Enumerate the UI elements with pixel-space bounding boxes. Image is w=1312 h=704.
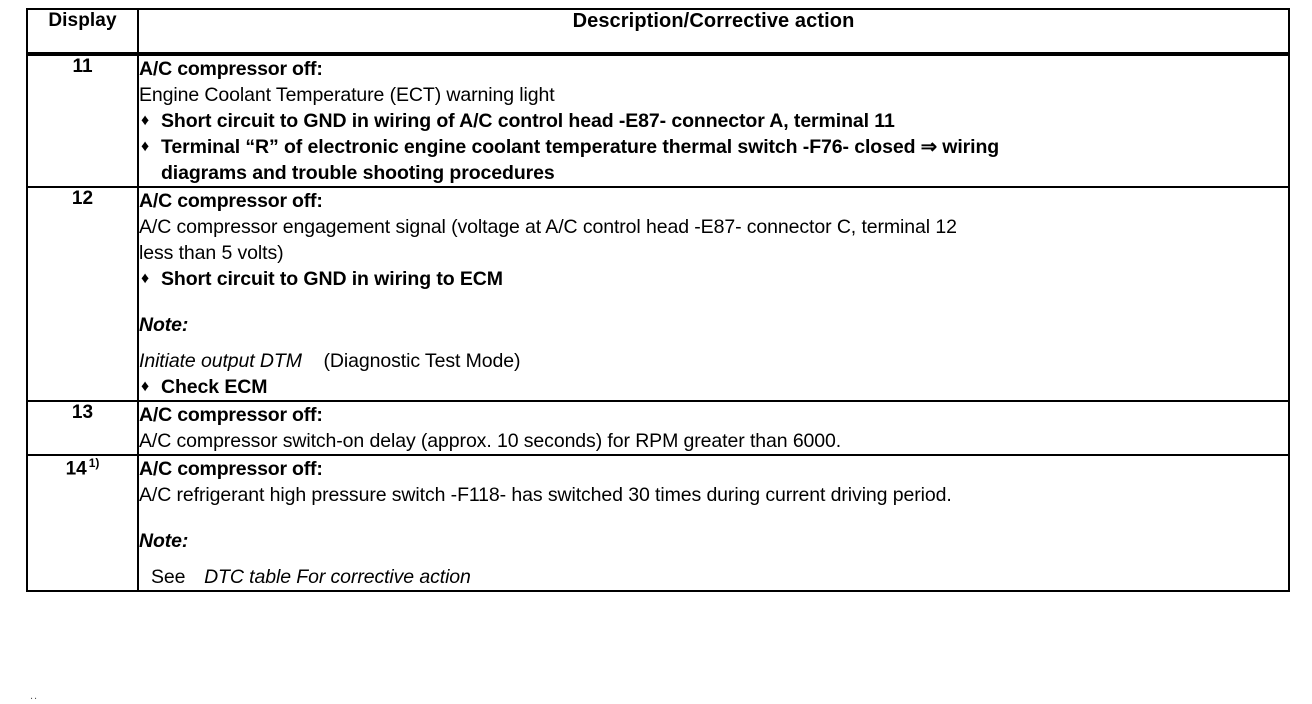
vertical-spacer bbox=[139, 554, 1288, 564]
note-italic-text: Initiate output DTM bbox=[139, 350, 302, 372]
bullet-item: ♦ Short circuit to GND in wiring to ECM bbox=[139, 266, 1288, 292]
display-code: 14 bbox=[65, 458, 87, 480]
display-code-cell: 11 bbox=[26, 53, 139, 188]
display-code: 12 bbox=[71, 188, 94, 209]
see-prefix-text: See bbox=[151, 566, 186, 588]
vertical-spacer bbox=[139, 292, 1288, 312]
row-detail-text: Engine Coolant Temperature (ECT) warning… bbox=[139, 84, 555, 106]
diamond-bullet-icon: ♦ bbox=[141, 270, 150, 287]
row-lead-text: A/C compressor off: bbox=[139, 58, 323, 80]
scan-artifact-mark: .. bbox=[30, 690, 39, 702]
bullet-continuation-text: diagrams and trouble shooting procedures bbox=[161, 162, 555, 184]
diamond-bullet-icon: ♦ bbox=[141, 378, 150, 395]
diamond-bullet-icon: ♦ bbox=[141, 112, 150, 129]
bullet-text: Terminal “R” of electronic engine coolan… bbox=[161, 136, 1000, 158]
table-row: 12 A/C compressor off: A/C compressor en… bbox=[26, 186, 1290, 402]
note-plain-text: (Diagnostic Test Mode) bbox=[323, 350, 521, 372]
footnote-marker: 1) bbox=[88, 456, 100, 470]
note-label: Note: bbox=[139, 530, 189, 552]
description-cell: A/C compressor off: A/C compressor engag… bbox=[137, 186, 1290, 402]
display-code-cell: 12 bbox=[26, 186, 139, 402]
column-header-display: Display bbox=[26, 8, 139, 56]
dtc-code-table: Display Description/Corrective action 11… bbox=[26, 8, 1290, 592]
description-cell: A/C compressor off: A/C refrigerant high… bbox=[137, 454, 1290, 592]
bullet-text: Short circuit to GND in wiring to ECM bbox=[161, 268, 503, 290]
row-detail-text: A/C compressor engagement signal (voltag… bbox=[139, 216, 957, 238]
see-reference-text: DTC table For corrective action bbox=[204, 566, 471, 588]
table-row: 11 A/C compressor off: Engine Coolant Te… bbox=[26, 53, 1290, 188]
row-detail-text-cont: less than 5 volts) bbox=[139, 242, 284, 264]
row-detail-text: A/C refrigerant high pressure switch -F1… bbox=[139, 484, 952, 506]
note-label: Note: bbox=[139, 314, 189, 336]
bullet-item: ♦ Terminal “R” of electronic engine cool… bbox=[139, 134, 1288, 160]
note-body: Initiate output DTM (Diagnostic Test Mod… bbox=[139, 348, 1288, 374]
vertical-spacer bbox=[139, 338, 1288, 348]
description-cell: A/C compressor off: Engine Coolant Tempe… bbox=[137, 53, 1290, 188]
display-code: 13 bbox=[71, 402, 94, 423]
note-body: See DTC table For corrective action bbox=[139, 564, 1288, 590]
table-header-row: Display Description/Corrective action bbox=[26, 8, 1290, 56]
row-detail-text: A/C compressor switch-on delay (approx. … bbox=[139, 430, 842, 452]
row-lead-text: A/C compressor off: bbox=[139, 404, 323, 426]
column-header-description: Description/Corrective action bbox=[137, 8, 1290, 56]
table-row: 13 A/C compressor off: A/C compressor sw… bbox=[26, 400, 1290, 456]
vertical-spacer bbox=[139, 508, 1288, 528]
display-code-cell: 13 bbox=[26, 400, 139, 456]
display-code: 11 bbox=[72, 56, 93, 77]
bullet-item: ♦ Short circuit to GND in wiring of A/C … bbox=[139, 108, 1288, 134]
row-lead-text: A/C compressor off: bbox=[139, 458, 323, 480]
bullet-text: Check ECM bbox=[161, 376, 268, 398]
row-lead-text: A/C compressor off: bbox=[139, 190, 323, 212]
bullet-item: ♦ Check ECM bbox=[139, 374, 1288, 400]
description-cell: A/C compressor off: A/C compressor switc… bbox=[137, 400, 1290, 456]
diamond-bullet-icon: ♦ bbox=[141, 138, 150, 155]
bullet-text: Short circuit to GND in wiring of A/C co… bbox=[161, 110, 895, 132]
